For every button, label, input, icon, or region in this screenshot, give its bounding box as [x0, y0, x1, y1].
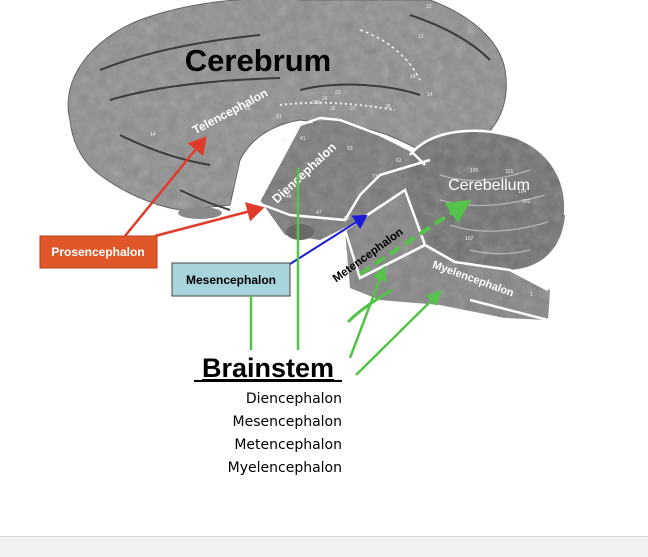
area-number: 12	[426, 4, 432, 10]
area-number: 37	[350, 106, 356, 112]
area-number: 23	[335, 90, 341, 96]
optic-structure	[178, 207, 222, 219]
cerebellum-label: Cerebellum	[448, 177, 530, 194]
prosencephalon-arrow-diencephalon	[154, 202, 265, 238]
area-number: 101	[505, 169, 514, 175]
brainstem-part-item: Mesencephalon	[232, 414, 342, 430]
cerebellum-region	[405, 130, 566, 270]
area-number: 31	[276, 114, 282, 120]
brainstem-heading: Brainstem	[202, 353, 334, 383]
area-number: 14	[427, 92, 433, 98]
mesencephalon-box	[171, 262, 291, 297]
bottom-status-bar	[0, 536, 648, 557]
metencephalon-to-cerebellum-dashed	[358, 199, 472, 276]
area-number: 38	[385, 104, 391, 110]
mesencephalon-label: Mesencephalon	[186, 273, 276, 287]
area-number: 46	[286, 194, 292, 200]
area-number: 73	[372, 174, 378, 180]
area-number: 1	[530, 292, 533, 298]
brainstem-line-metencephalon	[348, 265, 387, 359]
area-number: 14	[410, 74, 416, 80]
pituitary-structure	[286, 224, 314, 240]
area-number: 14	[150, 132, 156, 138]
area-number: 47	[316, 210, 322, 216]
area-number: 100	[470, 168, 479, 174]
cerebrum-label: Cerebrum	[185, 43, 331, 78]
area-number: 24	[322, 96, 328, 102]
prosencephalon-arrow-telencephalon	[124, 136, 207, 237]
brainstem-part-item: Metencephalon	[234, 437, 342, 453]
mesencephalon-arrow	[289, 214, 368, 265]
brainstem-line-myelencephalon	[355, 290, 442, 376]
area-number: 13	[418, 34, 424, 40]
area-number: 33b	[312, 100, 321, 106]
area-number: 20	[282, 138, 288, 144]
prosencephalon-label: Prosencephalon	[51, 245, 144, 259]
diencephalon-region	[260, 118, 430, 240]
brainstem-part-item: Diencephalon	[245, 391, 342, 407]
area-number: 41	[300, 136, 306, 142]
brainstem-connectors	[249, 168, 472, 376]
area-number: 53	[347, 146, 353, 152]
brainstem-parts-list: Diencephalon Mesencephalon Metencephalon…	[190, 388, 342, 480]
cerebrum-region	[67, 0, 507, 211]
prosencephalon-box	[39, 235, 158, 269]
area-number-labels: 12 13 14 14 23 24 26 31 32 33b 37 38 20 …	[150, 4, 533, 298]
metencephalon-to-myelencephalon-arc	[346, 288, 393, 324]
area-number: 29	[272, 161, 278, 167]
area-number: 104	[518, 189, 527, 195]
area-number: 102	[522, 199, 531, 205]
area-number: 32	[330, 106, 336, 112]
brainstem-part-item: Myelencephalon	[227, 460, 342, 476]
area-number: 107	[465, 236, 474, 242]
area-number: 62	[396, 158, 402, 164]
brainstem-region	[345, 190, 550, 320]
region-outlines	[256, 116, 567, 322]
area-number: 26	[245, 106, 251, 112]
area-number: 50	[344, 216, 350, 222]
